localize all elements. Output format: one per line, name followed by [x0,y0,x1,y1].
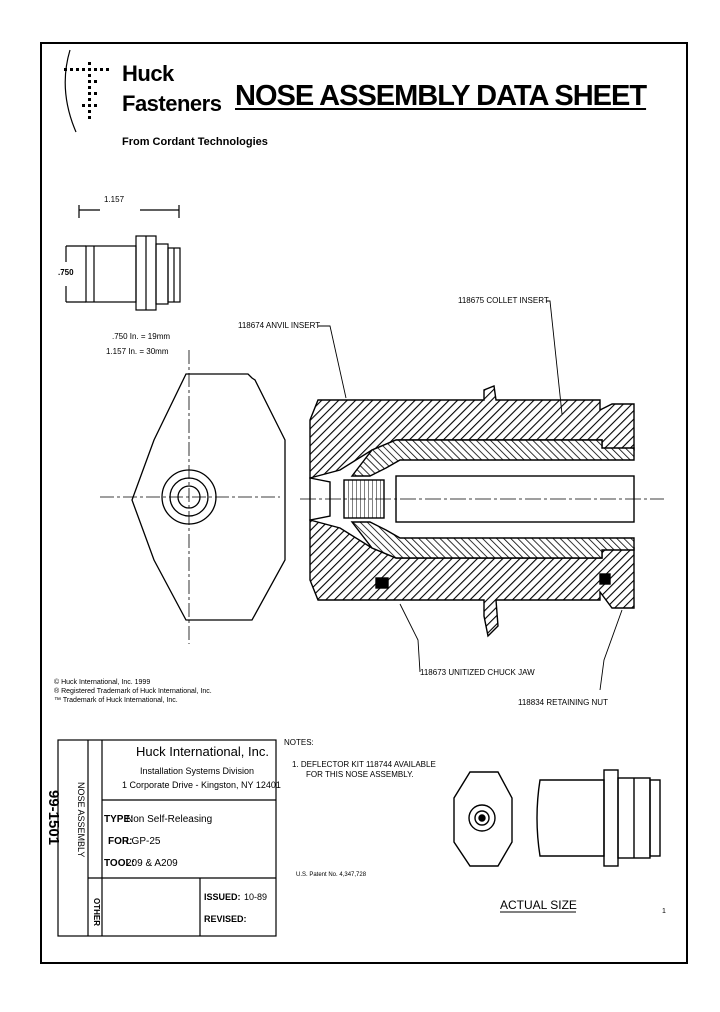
footnotes: © Huck International, Inc. 1999 ® Regist… [54,678,212,705]
cross-section-view [300,300,664,691]
tb-issued-value: 10-89 [244,892,268,902]
tb-revised-label: REVISED: [204,914,247,924]
tb-for-label: FOR: [108,836,133,847]
tb-tool-value: 209 & A209 [126,858,178,869]
page-title: NOSE ASSEMBLY DATA SHEET [235,80,647,112]
company-tagline: From Cordant Technologies [122,136,268,148]
actual-size-label: ACTUAL SIZE [500,898,577,912]
callout-retaining-nut: 118834 RETAINING NUT [518,698,608,707]
dim-diameter: .750 [58,268,74,277]
end-view [100,350,286,644]
part-number: 99-1501 [45,790,62,846]
small-side-view [65,205,181,311]
conversion-1: .750 In. = 19mm [112,332,171,341]
tb-issued-label: ISSUED: [204,892,241,902]
tb-for-value: LGP-25 [126,836,161,847]
title-block-grid [57,739,277,937]
tb-division: Installation Systems Division [140,766,255,776]
data-sheet-frame [40,42,688,964]
company-name-line2: Fasteners [122,91,222,116]
callout-anvil-insert: 118674 ANVIL INSERT [238,321,321,330]
huck-logo-mark [64,49,109,133]
tb-company: Huck International, Inc. [136,744,269,759]
callout-chuck-jaw: 118673 UNITIZED CHUCK JAW [420,668,535,677]
footnote-registered: ® Registered Trademark of Huck Internati… [54,688,212,695]
actual-size-end-view [453,771,513,867]
tb-type-value: Non Self-Releasing [126,814,213,825]
notes-heading: NOTES: [284,738,314,747]
note-1-line1: 1. DEFLECTOR KIT 118744 AVAILABLE [292,760,436,769]
category-label: NOSE ASSEMBLY [76,782,86,858]
tb-address: 1 Corporate Drive - Kingston, NY 12401 [122,780,281,790]
tb-type-label: TYPE: [104,814,134,825]
footnote-trademark: ™ Trademark of Huck International, Inc. [54,697,178,704]
company-name-line1: Huck [122,61,174,86]
patent-note: U.S. Patent No. 4,347,728 [296,872,367,878]
actual-size-side-view [536,769,661,867]
conversion-2: 1.157 In. = 30mm [106,347,169,356]
other-label: OTHER [92,898,101,926]
callout-collet-insert: 118675 COLLET INSERT [458,296,549,305]
note-1-line2: FOR THIS NOSE ASSEMBLY. [306,770,414,779]
tb-tool-label: TOOL: [104,858,135,869]
page-mark: 1 [662,908,666,915]
dim-length: 1.157 [104,195,125,204]
footnote-copyright: © Huck International, Inc. 1999 [54,679,151,686]
